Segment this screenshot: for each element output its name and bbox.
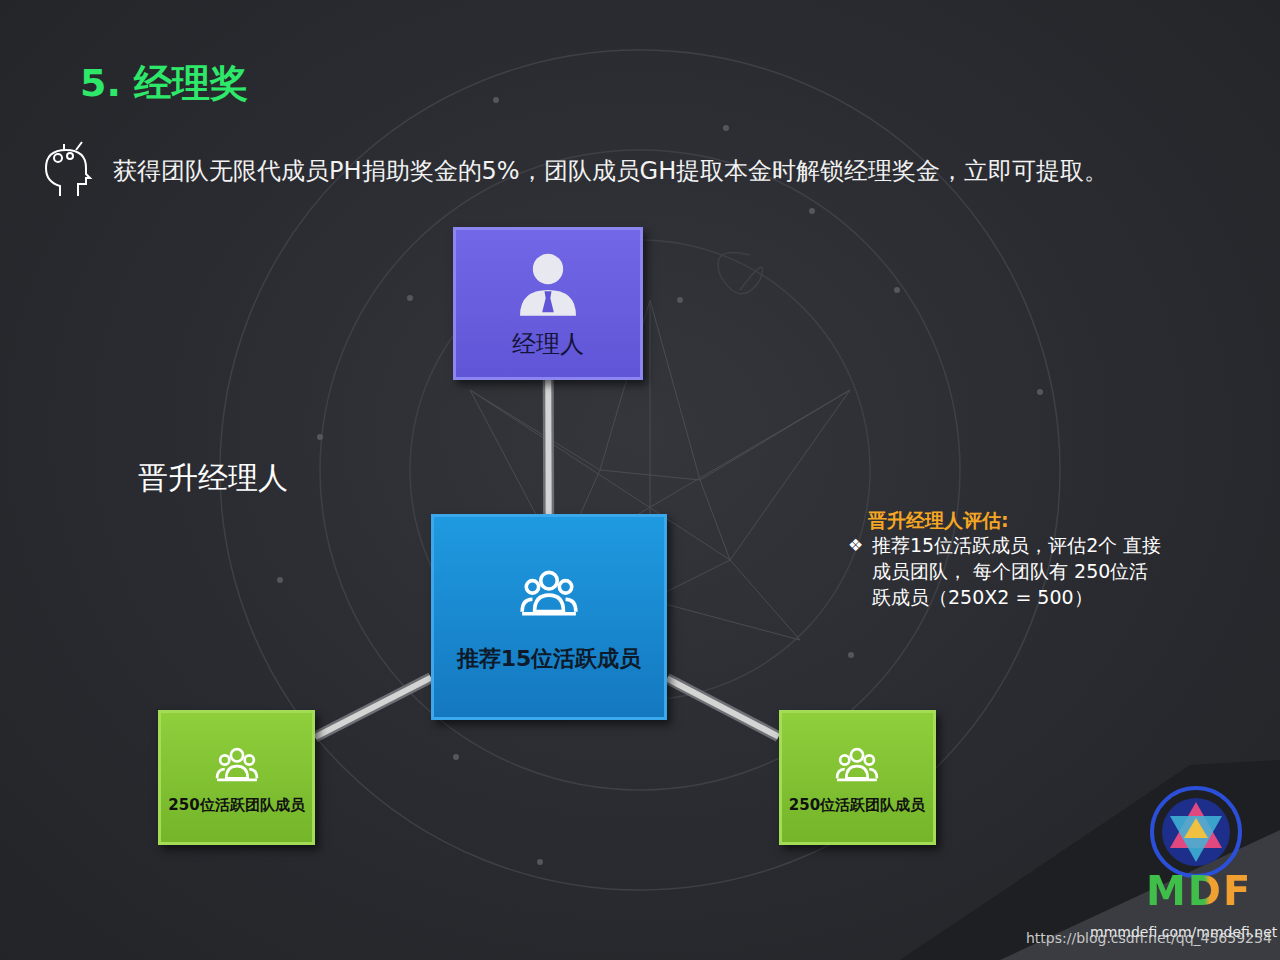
connector-line	[667, 678, 779, 736]
connector-shadow	[543, 380, 554, 514]
box-text: 经理人	[512, 328, 584, 360]
brain-icon	[46, 142, 90, 196]
group-icon	[518, 560, 580, 622]
connector-shadow	[315, 678, 431, 738]
connector	[667, 678, 779, 736]
connector	[315, 678, 431, 738]
section-label: 晋升经理人	[138, 458, 288, 499]
box-text: 250位活跃团队成员	[168, 796, 304, 815]
note-body: 推荐15位活跃成员，评估2个 直接成员团队， 每个团队有 250位活跃成员（25…	[872, 532, 1162, 610]
diagram-box: 推荐15位活跃成员	[431, 514, 667, 720]
diagram-box: 经理人	[453, 227, 643, 380]
watermark: mmmdefi.com/mmdefi.net	[1090, 924, 1277, 940]
diagram-box: 250位活跃团队成员	[779, 710, 936, 845]
description-text: 获得团队无限代成员PH捐助奖金的5%，团队成员GH提取本金时解锁经理奖金，立即可…	[113, 155, 1108, 187]
corner-band	[900, 760, 1280, 960]
orbit-dots	[277, 97, 1043, 865]
diagram-box: 250位活跃团队成员	[158, 710, 315, 845]
mdf-logo-emblem	[1152, 788, 1240, 876]
group-icon	[834, 740, 880, 786]
connector	[548, 380, 549, 514]
connector-shadow	[667, 678, 779, 736]
group-icon	[214, 740, 260, 786]
logo-text: MDF	[1146, 868, 1252, 914]
box-text: 推荐15位活跃成员	[457, 644, 642, 674]
bullet-symbol: ❖	[848, 535, 863, 555]
box-text: 250位活跃团队成员	[789, 796, 925, 815]
person-icon	[513, 248, 583, 318]
connector-line	[315, 678, 431, 738]
slide-title: 5. 经理奖	[80, 58, 248, 109]
note-heading: 晋升经理人评估:	[868, 508, 1009, 534]
connector-line	[545, 380, 551, 514]
